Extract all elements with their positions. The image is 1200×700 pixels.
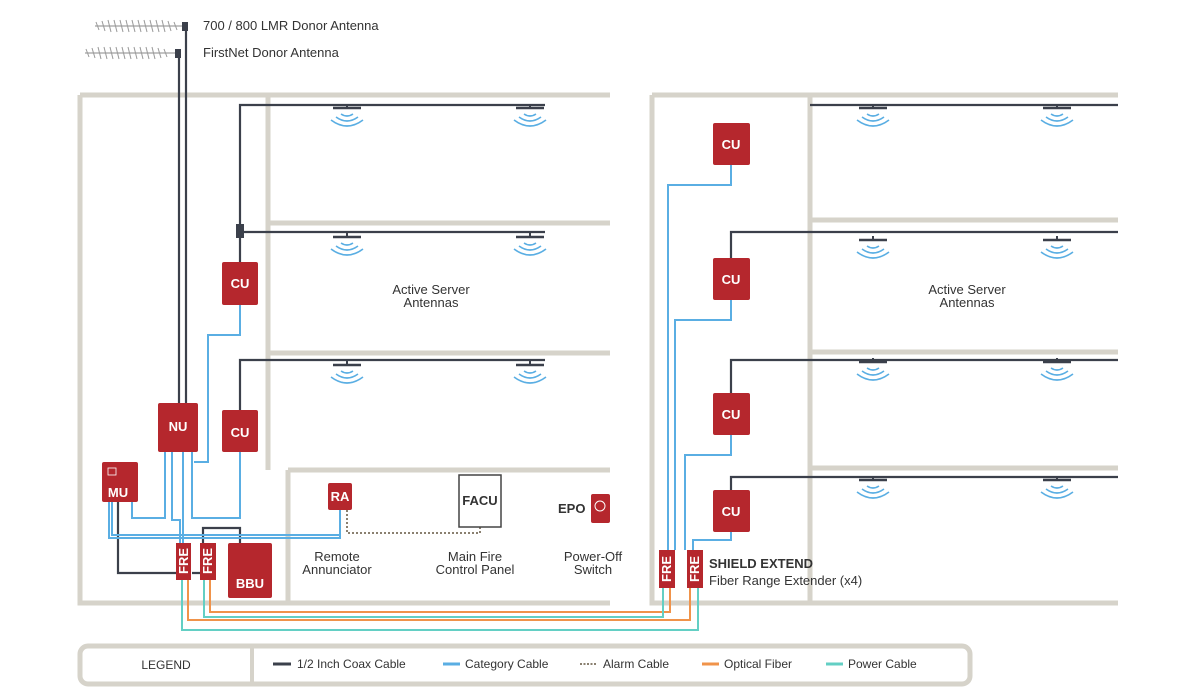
svg-text:RA: RA [331,489,350,504]
zone-label-right-1: Active Server [928,282,1006,297]
svg-text:FRE: FRE [200,548,215,574]
svg-text:CU: CU [722,504,741,519]
svg-text:FACU: FACU [462,493,497,508]
legend-item-category: Category Cable [465,657,549,671]
legend-item-power: Power Cable [848,657,917,671]
cu-unit-left-1[interactable]: CU [222,262,258,305]
fre-unit-right-2[interactable]: FRE [687,550,703,588]
donor-antenna-firstnet-label: FirstNet Donor Antenna [203,45,340,60]
server-antenna-icon [856,104,890,127]
category-cables [108,165,732,550]
svg-text:FRE: FRE [687,556,702,582]
fre-unit-right-1[interactable]: FRE [659,550,675,588]
server-antenna-icon [513,233,547,256]
server-antenna-icon [856,358,890,381]
server-antenna-icon [1040,358,1074,381]
bbu-unit[interactable]: BBU [228,543,272,598]
caption-fire-panel-2: Control Panel [436,562,515,577]
server-antenna-icon [513,104,547,127]
alarm-cable [346,510,481,534]
zone-label-right-2: Antennas [940,295,995,310]
caption-remote-annunciator-2: Annunciator [302,562,372,577]
legend-item-alarm: Alarm Cable [603,657,669,671]
zone-label-left-2: Antennas [404,295,459,310]
nu-unit[interactable]: NU [158,403,198,452]
svg-text:BBU: BBU [236,576,264,591]
legend: LEGEND 1/2 Inch Coax Cable Category Cabl… [77,643,973,687]
donor-antenna-firstnet [85,46,181,60]
server-antenna-icon [856,476,890,499]
fre-unit-left-1[interactable]: FRE [176,543,191,580]
facu-panel[interactable]: FACU [458,474,502,528]
svg-text:CU: CU [722,137,741,152]
svg-text:MU: MU [108,485,128,500]
cu-unit-right-2[interactable]: CU [713,258,750,300]
server-antenna-icon [330,361,364,384]
svg-text:CU: CU [231,276,250,291]
cu-unit-left-2[interactable]: CU [222,410,258,452]
legend-item-fiber: Optical Fiber [724,657,792,671]
cu-unit-right-4[interactable]: CU [713,490,750,532]
server-antenna-icon [330,233,364,256]
svg-text:EPO: EPO [558,501,585,516]
mu-unit[interactable]: MU [102,462,138,502]
server-antenna-icon [1040,476,1074,499]
coax-cables [116,31,1118,575]
server-antenna-icon [1040,104,1074,127]
server-antennas [330,104,1074,499]
caption-power-off-2: Switch [574,562,612,577]
left-building-walls [77,92,610,606]
svg-text:FRE: FRE [659,556,674,582]
svg-text:FRE: FRE [176,548,191,574]
legend-title: LEGEND [141,658,191,672]
server-antenna-icon [1040,236,1074,259]
donor-antenna-lmr-label: 700 / 800 LMR Donor Antenna [203,18,379,33]
legend-item-coax: 1/2 Inch Coax Cable [297,657,406,671]
caption-fire-panel-1: Main Fire [448,549,502,564]
svg-text:CU: CU [722,407,741,422]
svg-text:CU: CU [722,272,741,287]
epo-switch[interactable]: EPO [558,494,610,523]
zone-label-left-1: Active Server [392,282,470,297]
caption-remote-annunciator-1: Remote [314,549,360,564]
caption-shield-extend-1: SHIELD EXTEND [709,556,813,571]
cu-unit-right-1[interactable]: CU [713,123,750,165]
fre-unit-left-2[interactable]: FRE [200,543,216,580]
cu-unit-right-3[interactable]: CU [713,393,750,435]
caption-shield-extend-2: Fiber Range Extender (x4) [709,573,862,588]
server-antenna-icon [856,236,890,259]
caption-power-off-1: Power-Off [564,549,623,564]
server-antenna-icon [330,104,364,127]
donor-antenna-lmr [95,19,188,33]
svg-text:NU: NU [169,419,188,434]
svg-text:CU: CU [231,425,250,440]
right-building-walls [649,92,1118,606]
fiber-and-power-cables [181,580,699,631]
ra-unit[interactable]: RA [328,483,352,510]
server-antenna-icon [513,361,547,384]
